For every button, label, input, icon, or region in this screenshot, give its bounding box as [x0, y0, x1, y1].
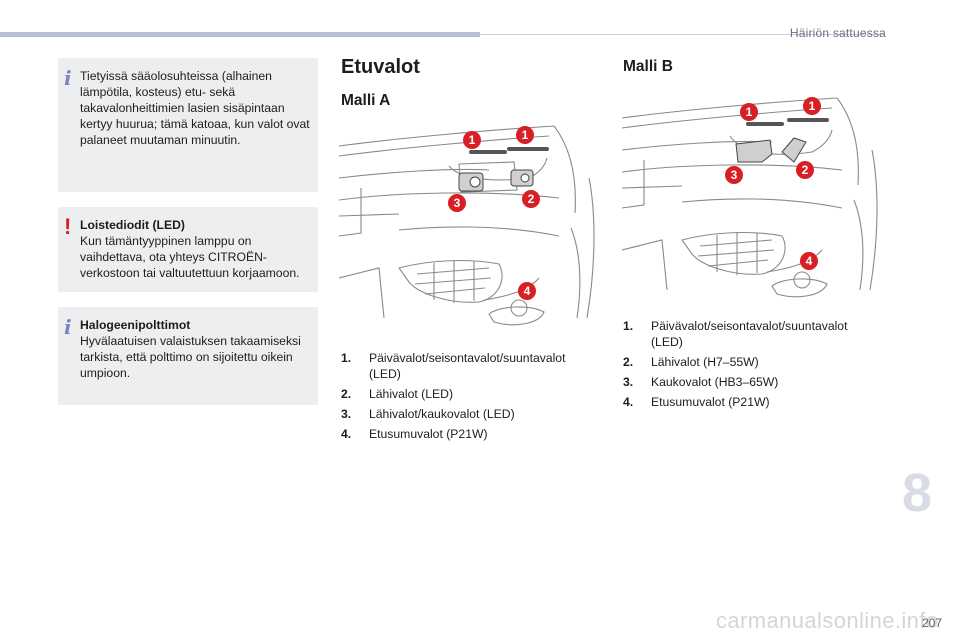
info-box-text: Kun tämäntyyppinen lamppu on vaihdettava… [80, 234, 300, 280]
warning-icon: ! [64, 214, 72, 239]
info-icon: i [64, 315, 72, 339]
item-number: 2. [623, 355, 634, 369]
page-number: 207 [922, 616, 943, 630]
item-text: Lähivalot (H7–55W) [651, 355, 759, 369]
callout-label: 4 [806, 254, 813, 268]
item-number: 4. [623, 395, 634, 409]
callout-label: 1 [809, 99, 816, 113]
list-item: 4. Etusumuvalot (P21W) [623, 394, 863, 410]
callout-label: 1 [469, 133, 476, 147]
item-number: 1. [623, 319, 634, 333]
info-box-halogen: i Halogeenipolttimot Hyvälaatuisen valai… [58, 307, 318, 405]
info-box-frost: i Tietyissä sääolosuhteissa (alhainen lä… [58, 58, 318, 192]
callout-badge [448, 194, 466, 212]
callout-label: 2 [802, 163, 809, 177]
model-b-heading: Malli B [623, 58, 673, 75]
callout-label: 1 [522, 128, 529, 142]
item-number: 1. [341, 351, 352, 365]
model-a-legend: 1. Päivävalot/seisontavalot/suuntavalot (… [341, 350, 581, 446]
header-accent-bar [0, 32, 480, 37]
model-b-legend: 1. Päivävalot/seisontavalot/suuntavalot (… [623, 318, 863, 414]
item-text: Etusumuvalot (P21W) [651, 395, 770, 409]
info-box-led: ! Loistediodit (LED) Kun tämäntyyppinen … [58, 207, 318, 292]
list-item: 2. Lähivalot (H7–55W) [623, 354, 863, 370]
item-number: 4. [341, 427, 352, 441]
info-box-title: Halogeenipolttimot [80, 318, 191, 332]
list-item: 1. Päivävalot/seisontavalot/suuntavalot (… [623, 318, 863, 350]
chapter-number: 8 [902, 463, 933, 523]
item-text: Lähivalot (LED) [369, 387, 453, 401]
info-icon: i [64, 66, 72, 90]
callout-label: 2 [528, 192, 535, 206]
callout-label: 4 [524, 284, 531, 298]
callout-badge [516, 126, 534, 144]
callout-label: 3 [454, 196, 461, 210]
list-item: 3. Kaukovalot (HB3–65W) [623, 374, 863, 390]
info-box-title: Loistediodit (LED) [80, 218, 185, 232]
model-b-headlight-illustration: 1 1 2 3 4 [622, 97, 878, 298]
item-number: 3. [341, 407, 352, 421]
header-rule [480, 34, 885, 35]
watermark: carmanualsonline.info [716, 608, 939, 633]
item-number: 2. [341, 387, 352, 401]
callout-label: 1 [746, 105, 753, 119]
item-text: Päivävalot/seisontavalot/suuntavalot (LE… [651, 319, 848, 349]
item-text: Kaukovalot (HB3–65W) [651, 375, 779, 389]
callout-badge [796, 161, 814, 179]
section-title: Häiriön sattuessa [789, 26, 886, 40]
info-box-text: Hyvälaatuisen valaistuksen takaamiseksi … [80, 334, 301, 380]
callout-label: 3 [731, 168, 738, 182]
item-text: Päivävalot/seisontavalot/suuntavalot (LE… [369, 351, 566, 381]
callout-badge [803, 97, 821, 115]
list-item: 1. Päivävalot/seisontavalot/suuntavalot (… [341, 350, 581, 382]
info-box-text: Tietyissä sääolosuhteissa (alhainen lämp… [80, 69, 310, 147]
callout-badge [463, 131, 481, 149]
list-item: 3. Lähivalot/kaukovalot (LED) [341, 406, 581, 422]
callout-badge [725, 166, 743, 184]
model-a-heading: Malli A [341, 92, 391, 109]
callout-badge [740, 103, 758, 121]
item-text: Etusumuvalot (P21W) [369, 427, 488, 441]
page-title: Etuvalot [341, 56, 420, 78]
list-item: 2. Lähivalot (LED) [341, 386, 581, 402]
callout-badge [518, 282, 536, 300]
item-text: Lähivalot/kaukovalot (LED) [369, 407, 515, 421]
item-number: 3. [623, 375, 634, 389]
callout-badge [522, 190, 540, 208]
callout-badge [800, 252, 818, 270]
list-item: 4. Etusumuvalot (P21W) [341, 426, 581, 442]
model-a-headlight-illustration: 1 1 2 3 4 [339, 125, 595, 326]
